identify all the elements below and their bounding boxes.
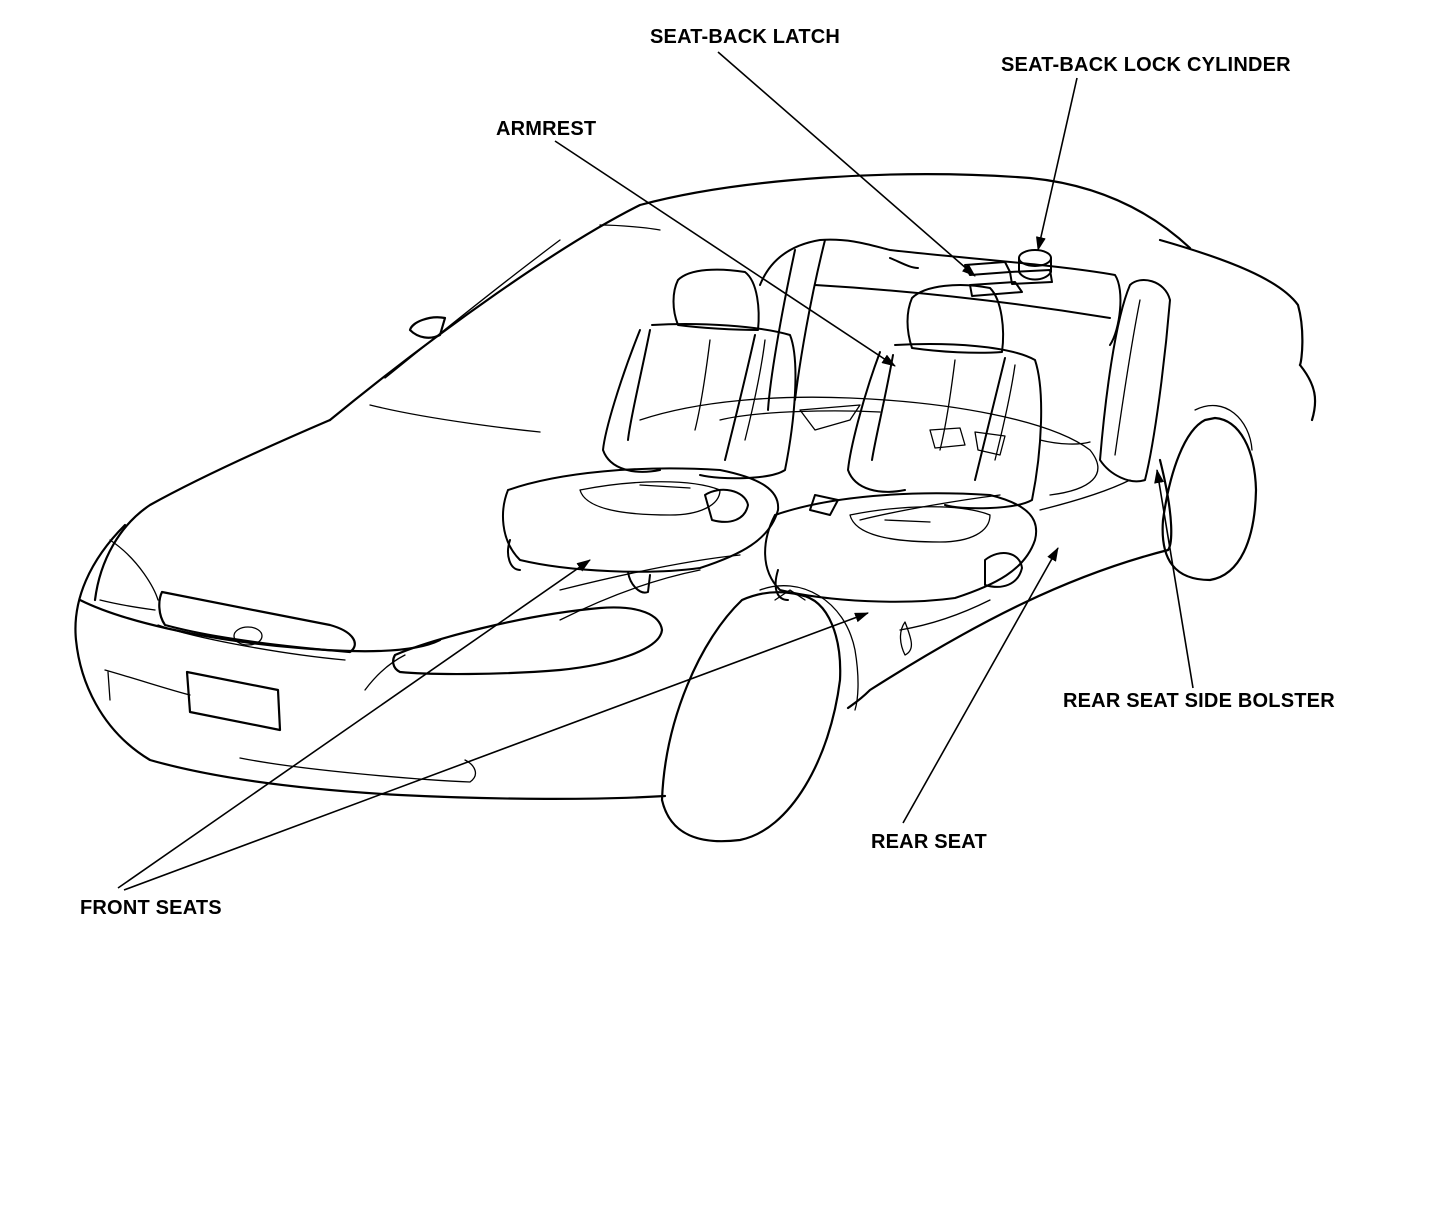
label-rear-seat: REAR SEAT	[871, 831, 987, 853]
label-seat-back-latch: SEAT-BACK LATCH	[650, 26, 841, 48]
rear-seat	[759, 238, 1122, 411]
rear-wheel	[1161, 404, 1258, 582]
leader-seat-back-latch	[717, 51, 976, 277]
leader-rear-seat-side-bolster	[1154, 469, 1194, 689]
front-seat-right	[764, 284, 1043, 603]
front-wheel	[660, 585, 859, 843]
label-seat-back-lock-cylinder: SEAT-BACK LOCK CYLINDER	[1001, 54, 1291, 76]
label-rear-seat-side-bolster: REAR SEAT SIDE BOLSTER	[1063, 690, 1335, 712]
leader-front-seats-left	[117, 559, 591, 889]
rear-seat-side-bolster	[1099, 279, 1171, 483]
interior-floor	[559, 396, 1131, 656]
front-seat-left	[502, 268, 839, 594]
label-armrest: ARMREST	[496, 118, 597, 140]
leader-rear-seat	[902, 547, 1059, 824]
leader-front-seats-right	[123, 612, 869, 891]
leader-seat-back-lock-cylinder	[1035, 77, 1078, 251]
leader-lines	[117, 51, 1194, 891]
label-front-seats: FRONT SEATS	[80, 897, 222, 919]
car-body-outline	[74, 173, 1317, 800]
leader-armrest	[554, 140, 896, 367]
